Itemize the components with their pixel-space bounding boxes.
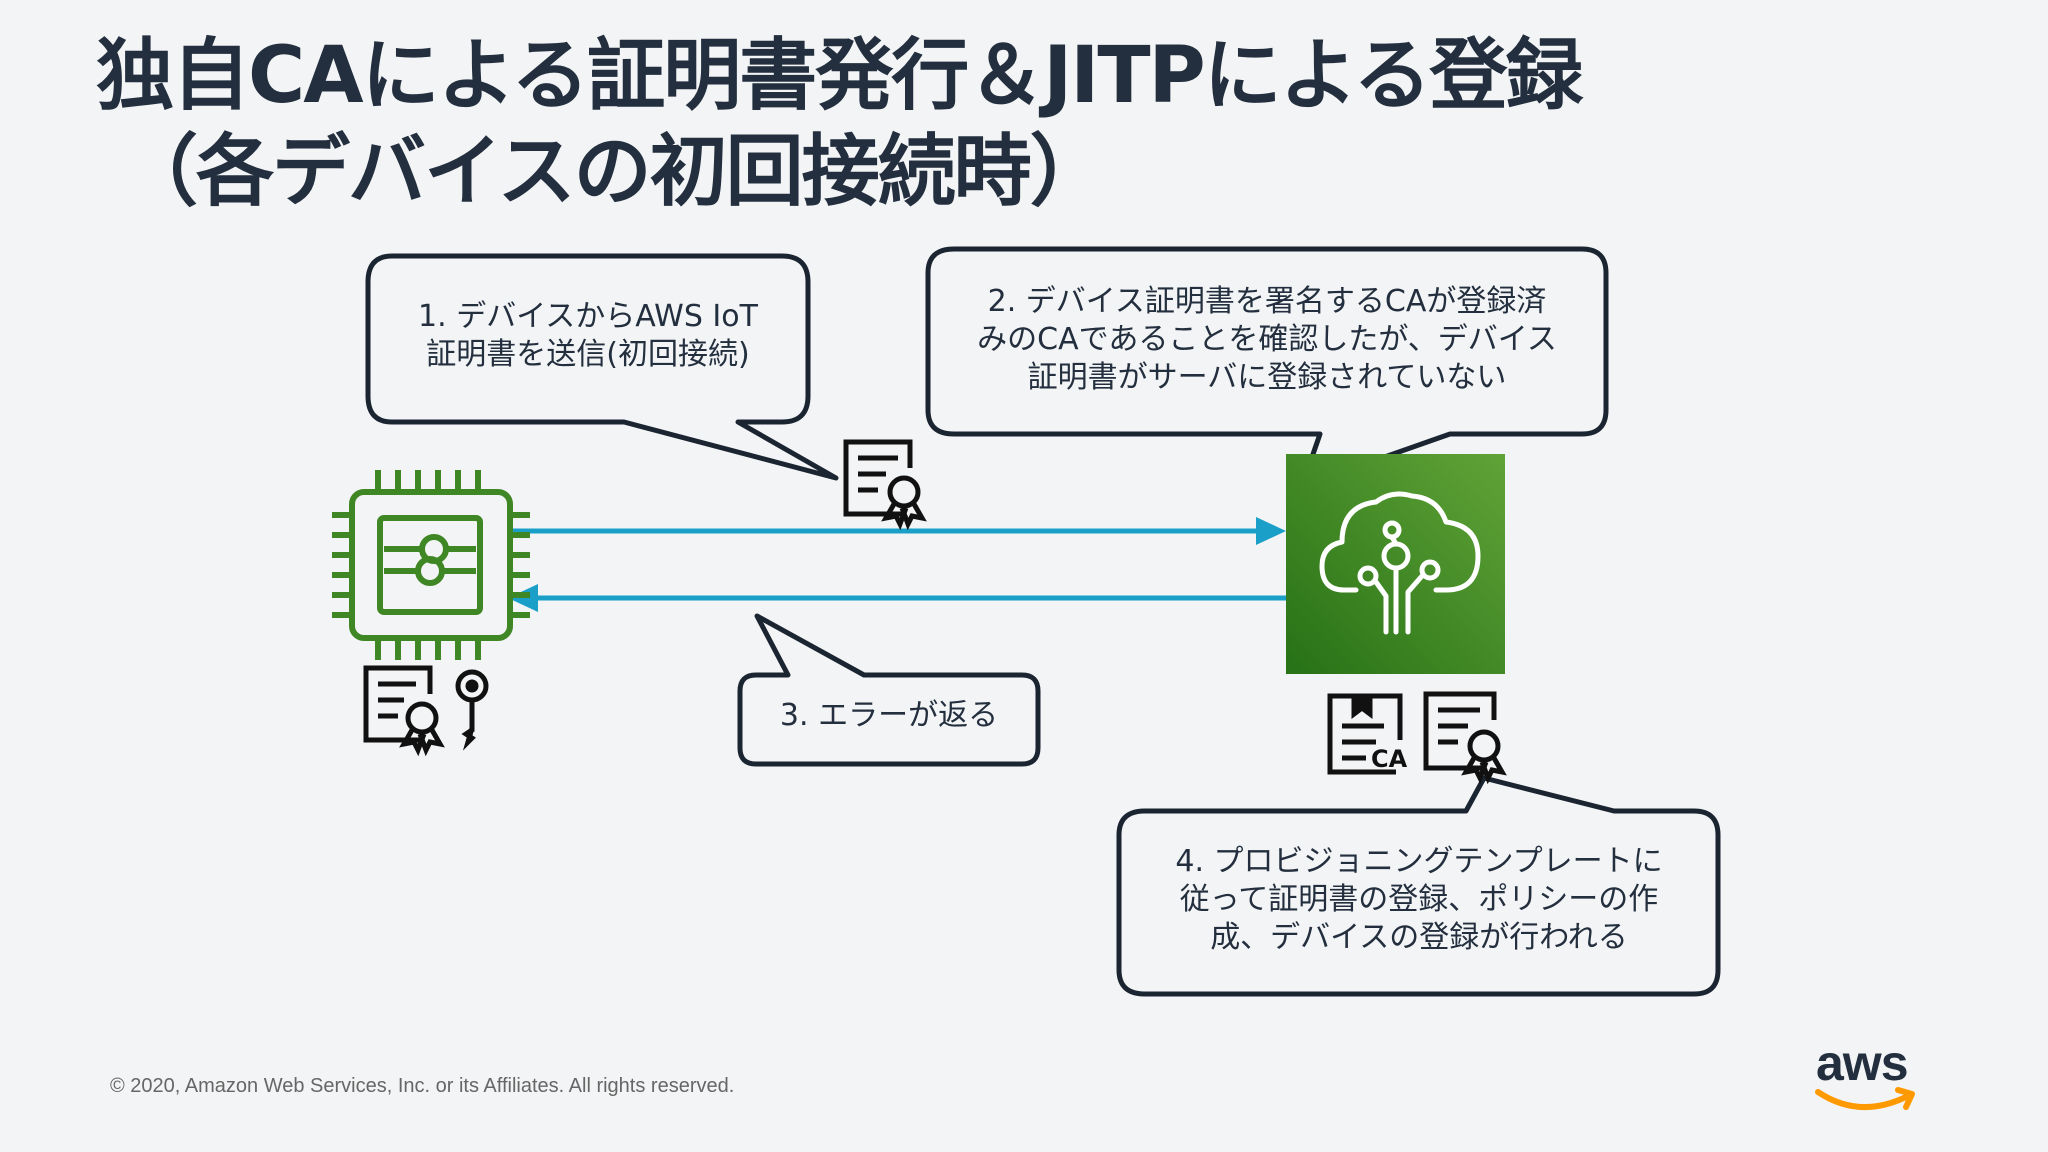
ca-certificate-icon — [1327, 693, 1403, 775]
slide-title: 独自CAによる証明書発行＆JITPによる登録 （各デバイスの初回接続時） — [96, 28, 1583, 220]
callout-step2-line2: みのCAであることを確認したが、デバイス — [977, 322, 1557, 357]
iot-chip-icon — [332, 470, 530, 660]
registered-certificate-icon — [1423, 691, 1507, 785]
callout-step4 — [1116, 775, 1721, 997]
callout-step4-line3: 成、デバイスの登録が行われる — [1210, 920, 1628, 955]
callout-step4-line2: 従って証明書の登録、ポリシーの作 — [1179, 882, 1659, 917]
callout-step2-line3: 証明書がサーバに登録されていない — [1027, 360, 1507, 395]
request-arrow — [512, 517, 1286, 545]
callout-step1-text: 1. デバイスからAWS IoT 証明書を送信(初回接続) — [390, 298, 786, 374]
key-icon — [455, 669, 489, 751]
callout-step1 — [365, 253, 839, 481]
ca-badge-label: CA — [1371, 745, 1408, 773]
callout-step3-text: 3. エラーが返る — [740, 697, 1038, 735]
device-certificate-icon — [363, 665, 445, 757]
copyright-notice: © 2020, Amazon Web Services, Inc. or its… — [110, 1075, 735, 1097]
callout-step4-line1: 4. プロビジョニングテンプレートに — [1175, 844, 1663, 879]
callout-step2-text: 2. デバイス証明書を署名するCAが登録済 みのCAであることを確認したが、デバ… — [945, 283, 1589, 397]
callout-step3-line1: 3. エラーが返る — [779, 698, 999, 733]
callout-step1-line1: 1. デバイスからAWS IoT — [418, 299, 758, 334]
callout-step2-line1: 2. デバイス証明書を署名するCAが登録済 — [987, 284, 1547, 319]
aws-smile-icon — [1815, 1087, 1915, 1110]
iot-core-cloud-icon — [1286, 454, 1505, 674]
callout-step1-line2: 証明書を送信(初回接続) — [426, 337, 750, 372]
callout-step3 — [737, 613, 1041, 767]
slide-title-line1: 独自CAによる証明書発行＆JITPによる登録 — [96, 31, 1583, 121]
slide-title-line2: （各デバイスの初回接続時） — [120, 127, 1108, 217]
callout-step4-text: 4. プロビジョニングテンプレートに 従って証明書の登録、ポリシーの作 成、デバ… — [1130, 843, 1708, 957]
error-arrow — [508, 584, 1286, 612]
aws-logo: aws — [1812, 1035, 1922, 1114]
aws-logo-wordmark: aws — [1816, 1035, 1909, 1091]
certificate-icon — [843, 439, 927, 531]
